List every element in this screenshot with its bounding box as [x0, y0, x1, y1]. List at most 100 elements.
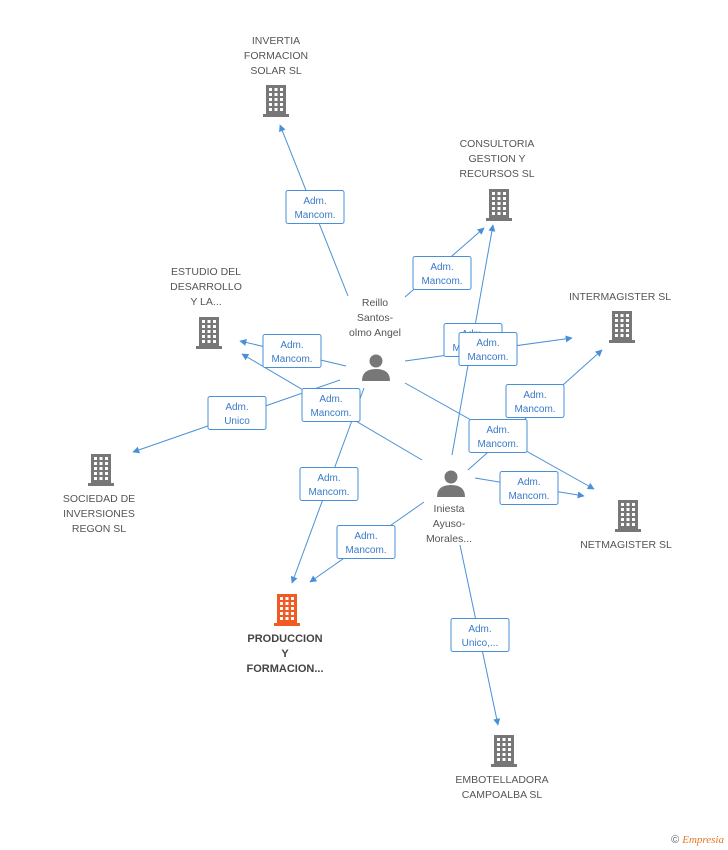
edge-label-text: Adm. [303, 196, 326, 207]
edge-label-box [301, 388, 361, 422]
nodes-layer: INVERTIA FORMACION SOLAR SL CONSULTORIA GEST… [63, 35, 672, 801]
node-label-iniesta: Ayuso- [433, 518, 466, 530]
building-icon [274, 594, 300, 626]
company-node-invertia[interactable]: INVERTIA FORMACION SOLAR SL [244, 35, 308, 117]
building-icon [263, 85, 289, 117]
edge-label-text: Adm. [523, 390, 546, 401]
company-node-estudio[interactable]: ESTUDIO DEL DESARROLLO Y LA... [170, 266, 242, 349]
node-label-produccion: FORMACION... [247, 663, 324, 675]
edge-label-text: Adm. [430, 262, 453, 273]
edge-label-reillo-to-produccion[interactable]: Adm. Mancom. [299, 467, 359, 501]
company-node-consultoria[interactable]: CONSULTORIA GESTION Y RECURSOS SL [459, 138, 535, 221]
node-label-produccion: PRODUCCION [247, 633, 322, 645]
edge-label-text: Mancom. [514, 404, 555, 415]
edge-label-box [412, 256, 472, 290]
edge-label-text: Adm. [319, 394, 342, 405]
edge-label-reillo-to-netmagister[interactable]: Adm. Mancom. [468, 419, 528, 453]
edge-label-reillo-to-estudio[interactable]: Adm. Mancom. [262, 334, 322, 368]
edge-label-iniesta-to-consultoria[interactable]: Adm. Mancom. [458, 332, 518, 366]
person-icon [362, 354, 390, 381]
node-label-consultoria: GESTION Y [469, 153, 526, 165]
node-label-sociedad: SOCIEDAD DE [63, 493, 135, 505]
edge-label-text: Adm. [517, 477, 540, 488]
edge-label-text: Adm. [476, 338, 499, 349]
edge-label-box [336, 525, 396, 559]
edge-label-box [505, 384, 565, 418]
edge-label-text: Unico,... [462, 638, 499, 649]
node-label-invertia: FORMACION [244, 50, 308, 62]
edge-label-text: Mancom. [477, 439, 518, 450]
edge-label-text: Mancom. [508, 491, 549, 502]
company-node-intermagister[interactable]: INTERMAGISTER SL [569, 291, 671, 343]
edge-label-box [458, 332, 518, 366]
edge-label-text: Adm. [468, 624, 491, 635]
node-label-consultoria: RECURSOS SL [459, 168, 534, 180]
edge-label-text: Adm. [354, 531, 377, 542]
edge-label-box [299, 467, 359, 501]
edge-label-reillo-to-consultoria[interactable]: Adm. Mancom. [412, 256, 472, 290]
node-label-reillo: olmo Angel [349, 327, 401, 339]
company-node-embotelladora[interactable]: EMBOTELLADORA CAMPOALBA SL [455, 735, 549, 801]
edge-label-iniesta-to-embotelladora[interactable]: Adm. Unico,... [450, 618, 510, 652]
building-icon [486, 189, 512, 221]
node-label-reillo: Santos- [357, 312, 394, 324]
node-label-sociedad: REGON SL [72, 523, 126, 535]
node-label-produccion: Y [281, 648, 289, 660]
node-label-intermagister: INTERMAGISTER SL [569, 291, 671, 303]
company-node-netmagister[interactable]: NETMAGISTER SL [580, 500, 672, 551]
edge-label-box [285, 190, 345, 224]
node-label-embotelladora: CAMPOALBA SL [462, 789, 543, 801]
building-icon [609, 311, 635, 343]
edge-label-box [262, 334, 322, 368]
edge-label-box [499, 471, 559, 505]
edge-label-box [450, 618, 510, 652]
company-node-sociedad[interactable]: SOCIEDAD DE INVERSIONES REGON SL [63, 454, 135, 535]
edge-label-text: Mancom. [421, 276, 462, 287]
node-label-consultoria: CONSULTORIA [460, 138, 535, 150]
copyright-symbol: © [671, 834, 680, 846]
edge-label-box [468, 419, 528, 453]
node-label-iniesta: Iniesta [434, 503, 465, 515]
edge-label-text: Mancom. [467, 352, 508, 363]
node-label-invertia: INVERTIA [252, 35, 300, 47]
edge-label-text: Unico [224, 416, 250, 427]
edge-label-text: Mancom. [294, 210, 335, 221]
edge-label-iniesta-to-estudio[interactable]: Adm. Mancom. [301, 388, 361, 422]
edge-label-box [207, 396, 267, 430]
edge-label-iniesta-to-produccion[interactable]: Adm. Mancom. [336, 525, 396, 559]
edge-label-reillo-to-sociedad[interactable]: Adm. Unico [207, 396, 267, 430]
node-label-estudio: ESTUDIO DEL [171, 266, 241, 278]
brand-logo-text[interactable]: Empresia [682, 834, 724, 846]
edge-labels-layer: Adm. Mancom. Adm. Mancom. Adm. Mancom. Adm. Man… [207, 190, 565, 652]
edges-layer [132, 124, 603, 726]
building-icon [615, 500, 641, 532]
node-label-reillo: Reillo [362, 297, 388, 309]
building-icon [196, 317, 222, 349]
node-label-embotelladora: EMBOTELLADORA [455, 774, 548, 786]
edge-label-text: Adm. [225, 402, 248, 413]
edge-label-iniesta-to-netmagister[interactable]: Adm. Mancom. [499, 471, 559, 505]
edge-label-text: Adm. [317, 473, 340, 484]
node-label-sociedad: INVERSIONES [63, 508, 135, 520]
edge-label-text: Mancom. [271, 354, 312, 365]
node-label-invertia: SOLAR SL [250, 65, 302, 77]
node-label-iniesta: Morales... [426, 533, 472, 545]
node-label-estudio: Y LA... [190, 296, 221, 308]
edge-label-reillo-to-invertia[interactable]: Adm. Mancom. [285, 190, 345, 224]
node-label-netmagister: NETMAGISTER SL [580, 539, 672, 551]
edge-label-text: Adm. [280, 340, 303, 351]
footer-credit: © Empresia [671, 834, 724, 846]
building-icon [88, 454, 114, 486]
company-node-produccion[interactable]: PRODUCCION Y FORMACION... [247, 594, 324, 675]
edge-label-text: Mancom. [308, 487, 349, 498]
building-icon [491, 735, 517, 767]
edge-label-text: Mancom. [310, 408, 351, 419]
edge-label-text: Adm. [486, 425, 509, 436]
node-label-estudio: DESARROLLO [170, 281, 242, 293]
edge-label-text: Mancom. [345, 545, 386, 556]
edge-label-iniesta-to-intermagister[interactable]: Adm. Mancom. [505, 384, 565, 418]
person-icon [437, 470, 465, 497]
